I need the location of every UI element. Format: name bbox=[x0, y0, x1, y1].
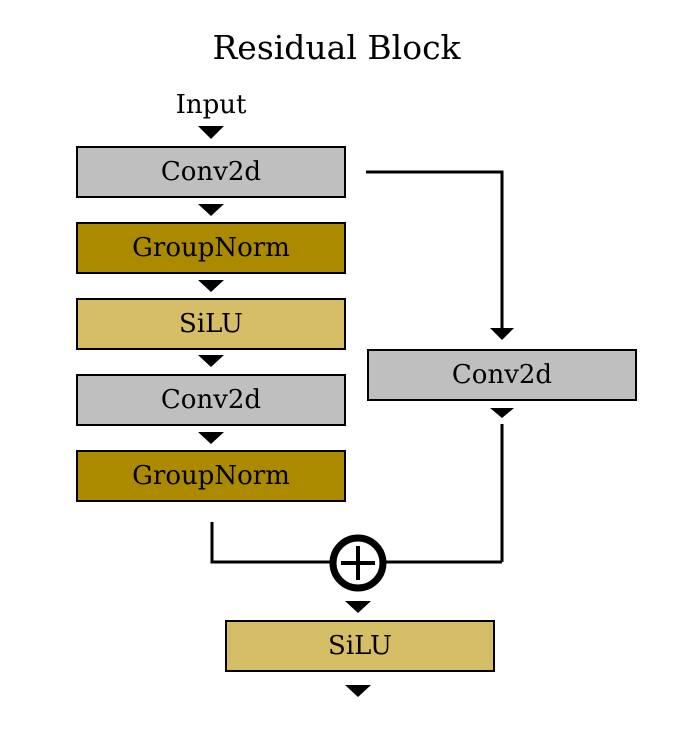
arrow-input-icon bbox=[198, 126, 224, 139]
input-label: Input bbox=[175, 90, 247, 120]
arrow-into-skip-conv-icon bbox=[490, 328, 514, 340]
silu-block-1: SiLU bbox=[76, 298, 346, 350]
skip-branch-line bbox=[366, 170, 504, 328]
arrow-out-of-skip-conv-icon bbox=[490, 408, 514, 418]
arrow-adder-to-silu-icon bbox=[345, 601, 371, 613]
main-path-line bbox=[210, 522, 333, 564]
arrow-output-icon bbox=[345, 685, 371, 697]
conv2d-block-2: Conv2d bbox=[76, 374, 346, 426]
arrow-silu1-to-conv2-icon bbox=[198, 355, 224, 367]
silu-output-block: SiLU bbox=[225, 620, 495, 672]
arrow-conv2-to-norm2-icon bbox=[198, 432, 224, 444]
skip-conv2d-block: Conv2d bbox=[367, 349, 637, 401]
diagram-title: Residual Block bbox=[212, 28, 461, 67]
conv2d-block-1: Conv2d bbox=[76, 146, 346, 198]
arrow-norm1-to-silu1-icon bbox=[198, 280, 224, 292]
arrow-conv1-to-norm1-icon bbox=[198, 204, 224, 216]
circled-plus-icon bbox=[329, 534, 387, 592]
groupnorm-block-1: GroupNorm bbox=[76, 222, 346, 274]
groupnorm-block-2: GroupNorm bbox=[76, 450, 346, 502]
